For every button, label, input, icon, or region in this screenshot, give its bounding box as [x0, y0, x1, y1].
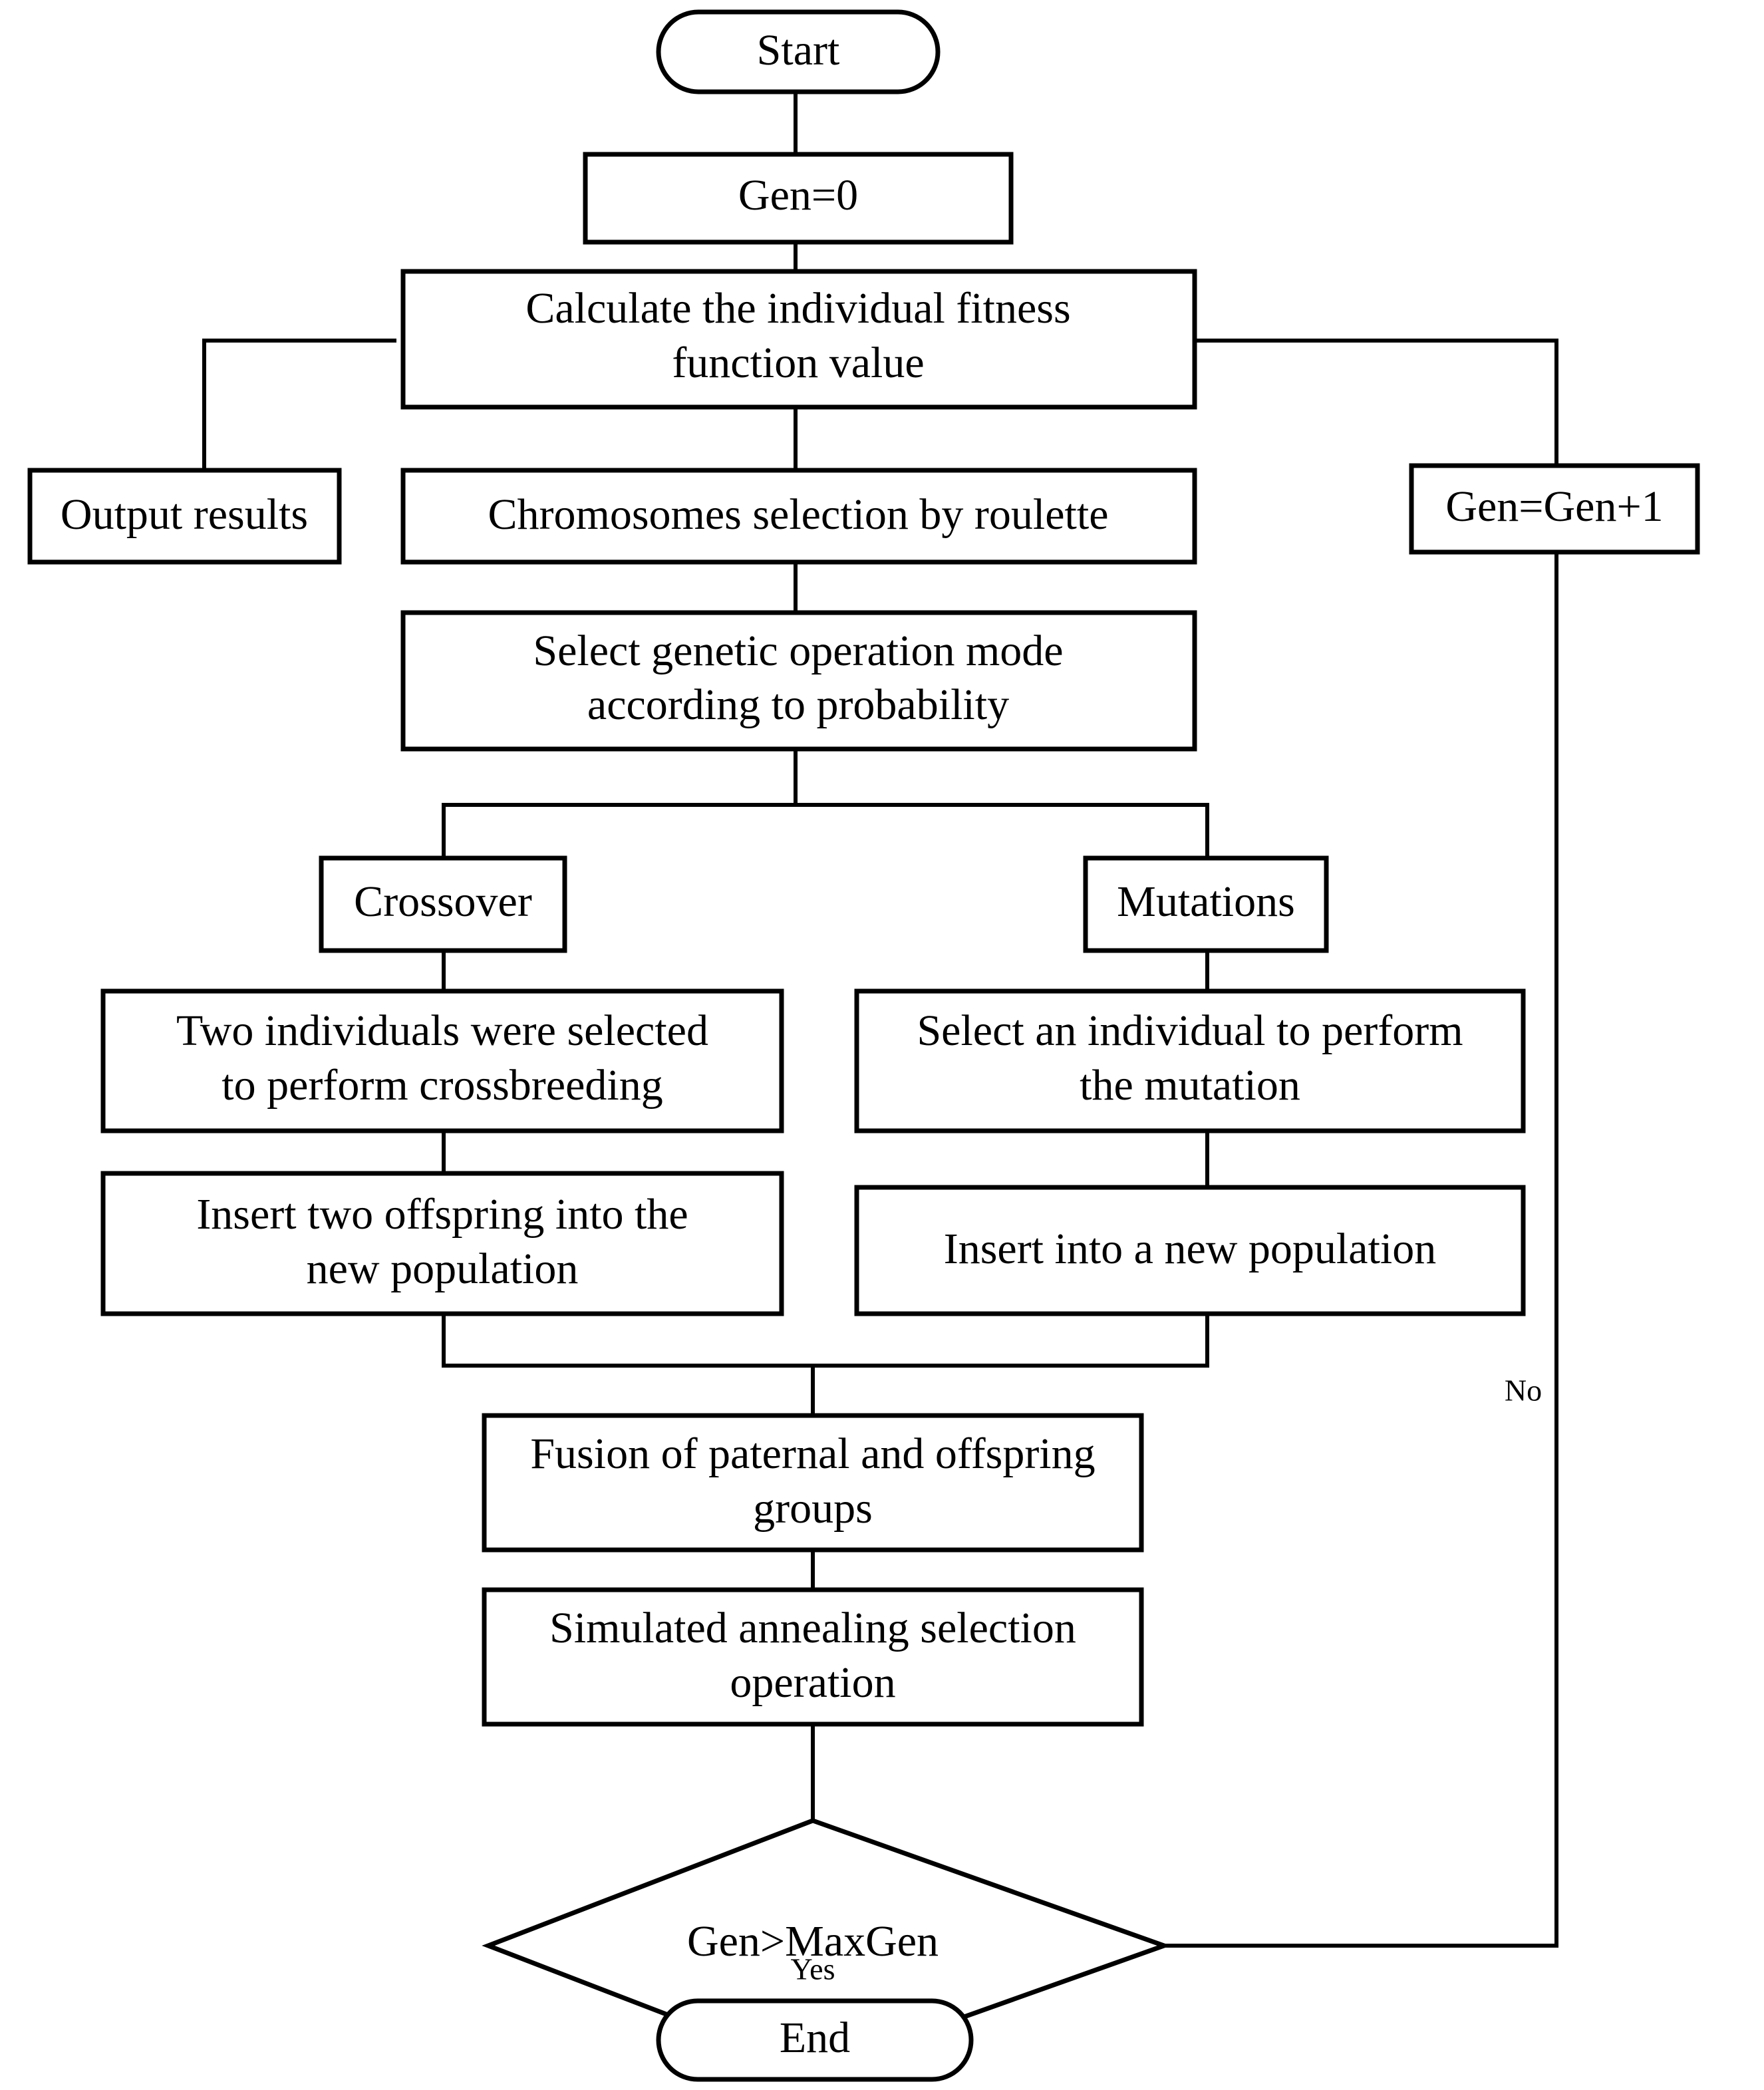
fusion-label-line1: Fusion of paternal and offspring: [530, 1429, 1095, 1478]
node-select-individual[interactable]: Select an individual to perform the muta…: [854, 988, 1526, 1133]
node-annealing[interactable]: Simulated annealing selection operation: [482, 1587, 1144, 1727]
node-end[interactable]: End: [656, 1998, 974, 2082]
node-start[interactable]: Start: [656, 9, 941, 94]
fusion-shape: [482, 1413, 1144, 1553]
edge-label-no: No: [1505, 1374, 1542, 1408]
node-decision[interactable]: Gen>MaxGen: [482, 1818, 1171, 2073]
annealing-label-line1: Simulated annealing selection: [549, 1604, 1076, 1652]
node-output-results[interactable]: Output results: [27, 468, 342, 565]
start-shape: [656, 9, 941, 94]
gen0-shape: [583, 152, 1014, 245]
edge-fitness-to-genplus: [1192, 339, 1558, 468]
mutations-label: Mutations: [1117, 877, 1295, 926]
node-fitness[interactable]: Calculate the individual fitness functio…: [400, 269, 1197, 410]
gen0-label: Gen=0: [738, 171, 858, 220]
node-mutations[interactable]: Mutations: [1083, 855, 1329, 953]
two-individuals-shape: [100, 988, 784, 1133]
decision-label: Gen>MaxGen: [687, 1917, 939, 1966]
select-mode-shape: [400, 610, 1197, 752]
node-fusion[interactable]: Fusion of paternal and offspring groups: [482, 1413, 1144, 1553]
node-insert-two-offspring[interactable]: Insert two offspring into the new popula…: [100, 1171, 784, 1316]
annealing-shape: [482, 1587, 1144, 1727]
insert-two-offspring-label-line2: new population: [307, 1245, 579, 1293]
annealing-label-line2: operation: [730, 1658, 895, 1707]
select-individual-label-line2: the mutation: [1080, 1061, 1300, 1110]
insert-two-offspring-shape: [100, 1171, 784, 1316]
node-two-individuals[interactable]: Two individuals were selected to perform…: [100, 988, 784, 1133]
end-label: End: [780, 2014, 850, 2062]
node-crossover[interactable]: Crossover: [319, 855, 567, 953]
output-results-label: Output results: [61, 490, 308, 539]
node-roulette[interactable]: Chromosomes selection by roulette: [400, 468, 1197, 565]
two-individuals-label-line1: Two individuals were selected: [176, 1006, 708, 1055]
node-select-mode[interactable]: Select genetic operation mode according …: [400, 610, 1197, 752]
node-gen-plus-one[interactable]: Gen=Gen+1: [1409, 463, 1700, 555]
node-insert-new-population[interactable]: Insert into a new population: [854, 1185, 1526, 1316]
insert-new-population-label: Insert into a new population: [944, 1225, 1437, 1273]
gen-plus-one-label: Gen=Gen+1: [1445, 482, 1663, 531]
roulette-label: Chromosomes selection by roulette: [488, 490, 1109, 539]
crossover-label: Crossover: [354, 877, 532, 926]
edge-label-yes: Yes: [791, 1952, 835, 1986]
output-results-shape: [27, 468, 342, 565]
end-shape: [656, 1998, 974, 2082]
insert-new-population-shape: [854, 1185, 1526, 1316]
fitness-label-line2: function value: [672, 339, 924, 387]
mutations-shape: [1083, 855, 1329, 953]
edge-decision-no-to-genplus: [1162, 550, 1558, 1948]
two-individuals-label-line2: to perform crossbreeding: [221, 1061, 662, 1110]
insert-two-offspring-label-line1: Insert two offspring into the: [196, 1190, 688, 1239]
select-individual-shape: [854, 988, 1526, 1133]
select-mode-label-line2: according to probability: [587, 680, 1009, 729]
fitness-shape: [400, 269, 1197, 410]
select-mode-label-line1: Select genetic operation mode: [533, 627, 1063, 675]
connectors: [202, 89, 1558, 2073]
gen-plus-one-shape: [1409, 463, 1700, 555]
start-label: Start: [757, 26, 840, 75]
roulette-shape: [400, 468, 1197, 565]
select-individual-label-line1: Select an individual to perform: [917, 1006, 1463, 1055]
fitness-label-line1: Calculate the individual fitness: [525, 284, 1070, 333]
edge-fitness-to-output: [202, 339, 396, 472]
crossover-shape: [319, 855, 567, 953]
fusion-label-line2: groups: [753, 1484, 873, 1533]
node-gen0[interactable]: Gen=0: [583, 152, 1014, 245]
